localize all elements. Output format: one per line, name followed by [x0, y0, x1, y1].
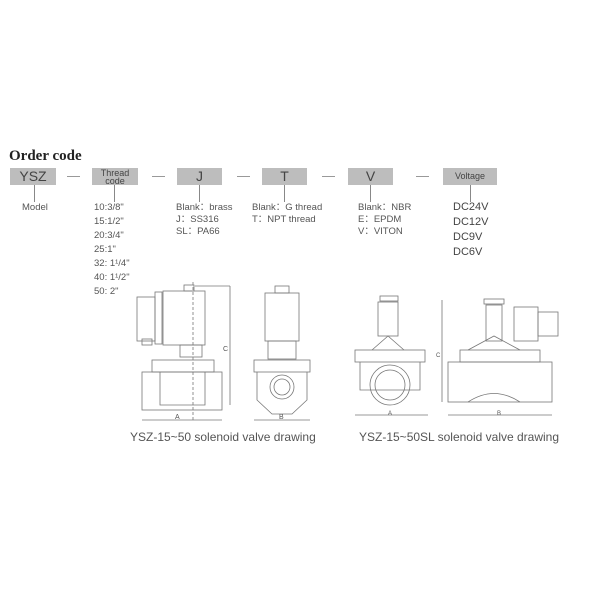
material-list: Blank：brass J：SS316 SL：PA66	[176, 202, 233, 238]
list-item: E：EPDM	[358, 214, 402, 225]
list-item: DC9V	[453, 231, 483, 243]
separator-dash	[237, 176, 250, 177]
list-item: DC12V	[453, 216, 489, 228]
list-item: SL：PA66	[176, 226, 220, 237]
code-box-material: J	[177, 168, 222, 185]
dimension-c-label: C	[223, 346, 229, 353]
connector-line	[370, 185, 371, 202]
list-item: 10:3/8"	[94, 202, 124, 213]
list-item: 32: 1¹/4"	[94, 258, 130, 269]
code-box-voltage: Voltage	[443, 168, 497, 185]
dimension-a-label: A	[175, 414, 180, 421]
connector-line	[34, 185, 35, 202]
list-item: 50: 2"	[94, 286, 119, 297]
dimension-b-label: B	[497, 411, 502, 417]
code-box-seal: V	[348, 168, 393, 185]
seal-list: Blank：NBR E：EPDM V：VITON	[358, 202, 411, 238]
list-item: J：SS316	[176, 214, 219, 225]
list-item: DC24V	[453, 201, 489, 213]
ysz-side-view	[136, 282, 231, 421]
list-item: 40: 1¹/2"	[94, 272, 130, 283]
page-title: Order code	[9, 148, 82, 164]
right-drawing-caption: YSZ-15~50SL solenoid valve drawing	[359, 430, 560, 444]
list-item: V：VITON	[358, 226, 403, 237]
code-box-thread: Thread code	[92, 168, 138, 186]
list-item: 15:1/2"	[94, 216, 124, 227]
model-desc: Model	[22, 202, 48, 213]
connector-line	[114, 185, 115, 202]
list-item: T：NPT thread	[252, 214, 316, 225]
dimension-c-label: C	[436, 353, 441, 359]
dimension-b-label: B	[279, 414, 284, 421]
separator-dash	[322, 176, 335, 177]
ysz-sl-side-view	[441, 298, 559, 416]
list-item: DC6V	[453, 246, 483, 258]
list-item: 25:1"	[94, 244, 116, 255]
list-item: Blank：NBR	[358, 202, 412, 213]
dimension-a-label: A	[388, 411, 393, 417]
code-box-thread-type: T	[262, 168, 307, 185]
code-box-model: YSZ	[10, 168, 56, 185]
separator-dash	[416, 176, 429, 177]
separator-dash	[152, 176, 165, 177]
connector-line	[470, 185, 471, 202]
connector-line	[284, 185, 285, 202]
ysz-sl-front-view	[354, 295, 428, 416]
thread-type-list: Blank：G thread T：NPT thread	[252, 202, 322, 226]
thread-code-list: 10:3/8" 15:1/2" 20:3/4" 25:1" 32: 1¹/4" …	[94, 202, 130, 300]
left-drawing-caption: YSZ-15~50 solenoid valve drawing	[130, 430, 316, 444]
ysz-front-view	[253, 285, 311, 421]
list-item: Blank：brass	[176, 202, 233, 213]
voltage-list: DC24V DC12V DC9V DC6V	[453, 201, 488, 261]
connector-line	[199, 185, 200, 202]
separator-dash	[67, 176, 80, 177]
list-item: 20:3/4"	[94, 230, 124, 241]
list-item: Blank：G thread	[252, 202, 323, 213]
